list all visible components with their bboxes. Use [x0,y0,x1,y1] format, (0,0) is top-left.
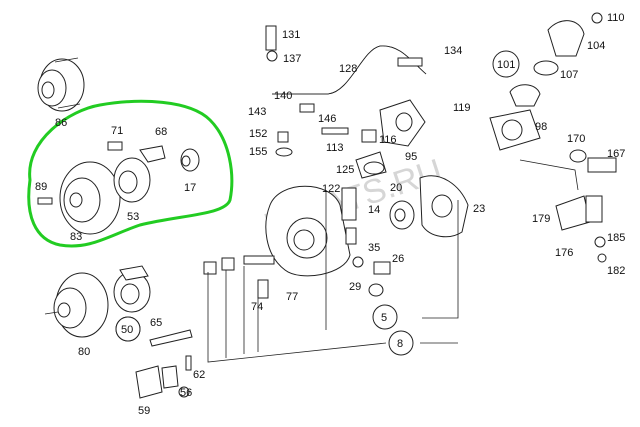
bracket-part-59 [135,355,192,399]
part-label-5: 5 [381,312,387,324]
part-label-86: 86 [55,117,67,129]
impeller-part-20 [389,200,415,230]
thermostat-housing [355,99,426,179]
callout-circle-101 [492,50,520,78]
part-label-107: 107 [560,69,578,81]
part-label-185: 185 [607,232,625,244]
part-label-128: 128 [339,63,357,75]
damper-part-86 [37,57,85,112]
part-label-125: 125 [336,164,354,176]
part-label-62: 62 [193,369,205,381]
part-label-26: 26 [392,253,404,265]
part-label-50: 50 [121,324,133,336]
part-label-77: 77 [286,291,298,303]
part-label-182: 182 [607,265,625,277]
part-label-59: 59 [138,405,150,417]
part-label-140: 140 [274,90,292,102]
part-label-20: 20 [390,182,402,194]
part-label-131: 131 [282,29,300,41]
highlight-outline [27,99,234,248]
callout-circle-50 [115,316,141,342]
callout-circle-8 [388,330,414,356]
cap-part-104 [547,12,603,57]
part-label-143: 143 [248,106,266,118]
pulley-part-80 [44,272,109,338]
part-label-155: 155 [249,146,267,158]
part-label-101: 101 [497,59,515,71]
part-label-17: 17 [184,182,196,194]
part-label-179: 179 [532,213,550,225]
part-label-167: 167 [607,148,625,160]
tensioner-group [37,141,200,235]
fittings [203,57,423,299]
part-label-89: 89 [35,181,47,193]
part-label-122: 122 [322,183,340,195]
part-label-110: 110 [607,12,625,24]
part-label-170: 170 [567,133,585,145]
part-label-53: 53 [127,211,139,223]
water-pump [265,185,364,277]
part-label-119: 119 [453,102,471,114]
part-label-35: 35 [368,242,380,254]
part-label-14: 14 [368,204,380,216]
part-label-113: 113 [326,142,344,154]
part-label-8: 8 [397,338,403,350]
part-label-23: 23 [473,203,485,215]
part-label-80: 80 [78,346,90,358]
part-label-137: 137 [283,53,301,65]
part-label-95: 95 [405,151,417,163]
callout-circle-5 [372,304,398,330]
part-label-98: 98 [535,121,547,133]
part-label-104: 104 [587,40,605,52]
part-label-83: 83 [70,231,82,243]
gasket-part-23 [419,175,469,238]
part-label-71: 71 [111,125,123,137]
thermostat-part-98 [489,109,541,151]
part-label-134: 134 [444,45,462,57]
reference-lines [207,190,459,363]
part-label-146: 146 [318,113,336,125]
part-label-56: 56 [180,387,192,399]
part-label-152: 152 [249,128,267,140]
sensor-group [519,149,617,263]
part-label-116: 116 [379,134,397,146]
part-label-65: 65 [150,317,162,329]
part-label-68: 68 [155,126,167,138]
part-label-29: 29 [349,281,361,293]
part-label-176: 176 [555,247,573,259]
part-label-74: 74 [251,301,263,313]
ring-part-107 [509,60,559,107]
